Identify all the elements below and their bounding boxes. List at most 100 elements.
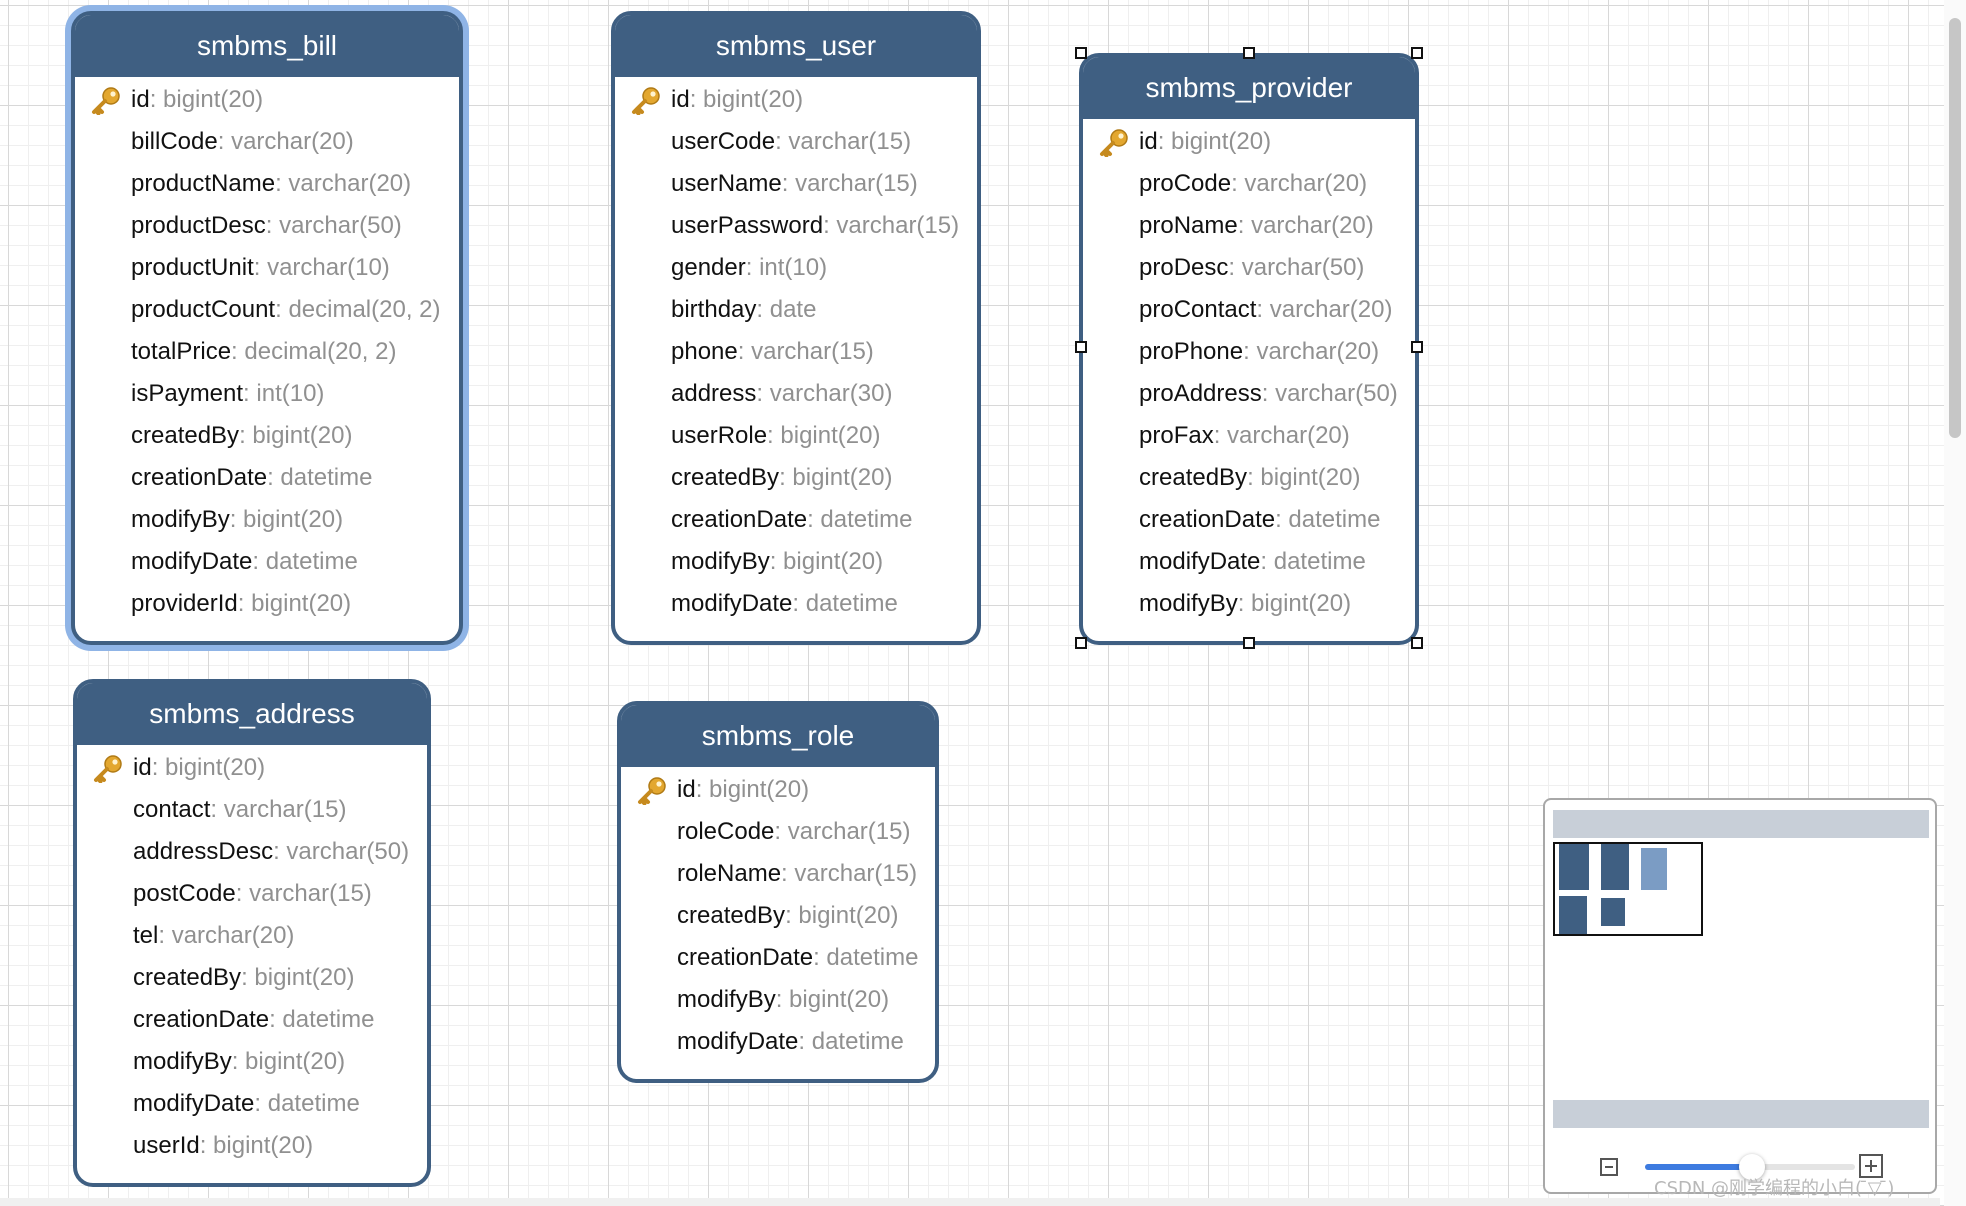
field-separator: : — [813, 944, 827, 971]
field-type: bigint(20) — [254, 964, 355, 991]
field-row[interactable]: addressDesc: varchar(50) — [77, 831, 427, 873]
field-name: userId — [133, 1132, 200, 1159]
field-row[interactable]: phone: varchar(15) — [615, 331, 977, 373]
field-row[interactable]: userCode: varchar(15) — [615, 121, 977, 163]
resize-handle-bottom-left[interactable] — [1075, 637, 1087, 649]
field-row[interactable]: proCode: varchar(20) — [1083, 163, 1415, 205]
field-row[interactable]: modifyBy: bigint(20) — [615, 541, 977, 583]
field-row[interactable]: gender: int(10) — [615, 247, 977, 289]
field-row[interactable]: proContact: varchar(20) — [1083, 289, 1415, 331]
field-type: datetime — [265, 548, 358, 575]
field-row[interactable]: tel: varchar(20) — [77, 915, 427, 957]
entity-smbms-bill[interactable]: smbms_bill id: bigint(20)billCode: varch… — [71, 11, 463, 645]
field-row[interactable]: id: bigint(20) — [615, 79, 977, 121]
field-row[interactable]: roleName: varchar(15) — [621, 853, 935, 895]
resize-handle-top[interactable] — [1243, 47, 1255, 59]
field-separator: : — [217, 128, 232, 155]
field-name: proAddress — [1139, 380, 1262, 407]
field-row[interactable]: roleCode: varchar(15) — [621, 811, 935, 853]
field-row[interactable]: proDesc: varchar(50) — [1083, 247, 1415, 289]
field-row[interactable]: modifyDate: datetime — [1083, 541, 1415, 583]
field-separator: : — [252, 548, 266, 575]
field-row[interactable]: id: bigint(20) — [77, 747, 427, 789]
field-row[interactable]: userRole: bigint(20) — [615, 415, 977, 457]
resize-handle-right[interactable] — [1411, 341, 1423, 353]
field-row[interactable]: id: bigint(20) — [621, 769, 935, 811]
field-row[interactable]: createdBy: bigint(20) — [1083, 457, 1415, 499]
field-name: id — [133, 754, 152, 781]
field-row[interactable]: contact: varchar(15) — [77, 789, 427, 831]
field-type: varchar(20) — [171, 922, 295, 949]
field-row[interactable]: proFax: varchar(20) — [1083, 415, 1415, 457]
resize-handle-left[interactable] — [1075, 341, 1087, 353]
scrollbar-thumb[interactable] — [1949, 18, 1961, 438]
field-row[interactable]: creationDate: datetime — [615, 499, 977, 541]
field-row[interactable]: birthday: date — [615, 289, 977, 331]
field-name: modifyBy — [671, 548, 770, 575]
entity-smbms-user[interactable]: smbms_user id: bigint(20)userCode: varch… — [611, 11, 981, 645]
field-separator: : — [756, 296, 770, 323]
field-name: createdBy — [677, 902, 786, 929]
field-name: roleCode — [677, 818, 775, 845]
field-type: bigint(20) — [252, 422, 353, 449]
field-separator: : — [737, 338, 752, 365]
field-row[interactable]: address: varchar(30) — [615, 373, 977, 415]
field-row[interactable]: proPhone: varchar(20) — [1083, 331, 1415, 373]
field-row[interactable]: createdBy: bigint(20) — [615, 457, 977, 499]
field-row[interactable]: modifyBy: bigint(20) — [77, 1041, 427, 1083]
field-row[interactable]: modifyDate: datetime — [621, 1021, 935, 1063]
resize-handle-bottom[interactable] — [1243, 637, 1255, 649]
field-row[interactable]: proAddress: varchar(50) — [1083, 373, 1415, 415]
field-row[interactable]: totalPrice: decimal(20, 2) — [75, 331, 459, 373]
field-row[interactable]: userId: bigint(20) — [77, 1125, 427, 1167]
field-row[interactable]: creationDate: datetime — [1083, 499, 1415, 541]
field-type: datetime — [267, 1090, 360, 1117]
entity-smbms-role[interactable]: smbms_role id: bigint(20)roleCode: varch… — [617, 701, 939, 1083]
field-row[interactable]: modifyDate: datetime — [77, 1083, 427, 1125]
entity-smbms-address[interactable]: smbms_address id: bigint(20)contact: var… — [73, 679, 431, 1187]
field-type: varchar(20) — [1269, 296, 1393, 323]
field-row[interactable]: creationDate: datetime — [621, 937, 935, 979]
field-row[interactable]: modifyDate: datetime — [615, 583, 977, 625]
field-row[interactable]: createdBy: bigint(20) — [75, 415, 459, 457]
field-row[interactable]: providerId: bigint(20) — [75, 583, 459, 625]
field-separator: : — [1275, 506, 1289, 533]
field-separator: : — [275, 296, 289, 323]
resize-handle-bottom-right[interactable] — [1411, 637, 1423, 649]
field-row[interactable]: productCount: decimal(20, 2) — [75, 289, 459, 331]
field-row[interactable]: productDesc: varchar(50) — [75, 205, 459, 247]
field-row[interactable]: productUnit: varchar(10) — [75, 247, 459, 289]
field-row[interactable]: id: bigint(20) — [1083, 121, 1415, 163]
field-row[interactable]: createdBy: bigint(20) — [77, 957, 427, 999]
zoom-out-icon[interactable] — [1600, 1158, 1618, 1176]
field-row[interactable]: modifyBy: bigint(20) — [1083, 583, 1415, 625]
field-row[interactable]: postCode: varchar(15) — [77, 873, 427, 915]
field-row[interactable]: billCode: varchar(20) — [75, 121, 459, 163]
zoom-slider[interactable] — [1645, 1154, 1855, 1180]
field-row[interactable]: userPassword: varchar(15) — [615, 205, 977, 247]
field-row[interactable]: modifyBy: bigint(20) — [75, 499, 459, 541]
field-row[interactable]: productName: varchar(20) — [75, 163, 459, 205]
zoom-in-icon[interactable] — [1859, 1154, 1883, 1178]
field-row[interactable]: userName: varchar(15) — [615, 163, 977, 205]
field-row[interactable]: isPayment: int(10) — [75, 373, 459, 415]
field-row[interactable]: id: bigint(20) — [75, 79, 459, 121]
resize-handle-top-left[interactable] — [1075, 47, 1087, 59]
field-separator: : — [229, 506, 244, 533]
field-row[interactable]: modifyDate: datetime — [75, 541, 459, 583]
entity-smbms-provider[interactable]: smbms_provider id: bigint(20)proCode: va… — [1079, 53, 1419, 645]
field-separator: : — [1157, 128, 1172, 155]
field-row[interactable]: modifyBy: bigint(20) — [621, 979, 935, 1021]
zoom-slider-thumb[interactable] — [1739, 1154, 1765, 1180]
field-separator: : — [775, 986, 790, 1013]
field-name: providerId — [131, 590, 238, 617]
field-row[interactable]: creationDate: datetime — [77, 999, 427, 1041]
field-row[interactable]: createdBy: bigint(20) — [621, 895, 935, 937]
outline-viewport[interactable] — [1553, 842, 1703, 936]
field-list: id: bigint(20)proCode: varchar(20)proNam… — [1083, 119, 1415, 625]
field-row[interactable]: proName: varchar(20) — [1083, 205, 1415, 247]
vertical-scrollbar[interactable] — [1944, 0, 1966, 1206]
field-row[interactable]: creationDate: datetime — [75, 457, 459, 499]
field-type: datetime — [1288, 506, 1381, 533]
resize-handle-top-right[interactable] — [1411, 47, 1423, 59]
